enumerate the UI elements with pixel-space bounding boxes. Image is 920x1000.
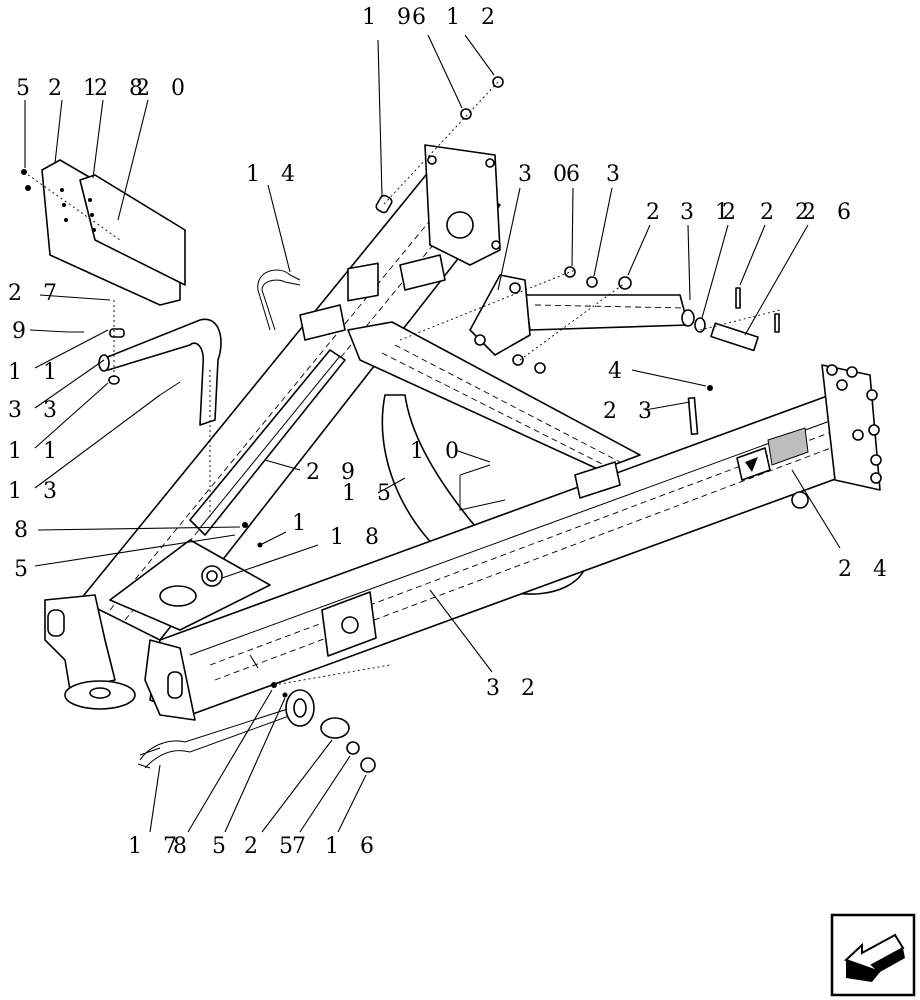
callout-label: 2 0 (136, 76, 192, 101)
callout-label: 7 (292, 834, 313, 859)
callout-label: 1 6 (325, 834, 381, 859)
callout-label: 1 1 (8, 439, 64, 464)
washer-7 (346, 741, 360, 755)
callout-label: 9 (12, 319, 33, 344)
callout-label: 3 0 (518, 162, 574, 187)
callout-label: 2 5 (244, 834, 300, 859)
end-plate-bolts (826, 364, 882, 484)
callout-label: 5 (16, 76, 37, 101)
callout-label: 2 (722, 200, 743, 225)
callout-label: 2 7 (8, 281, 64, 306)
jack-tube-33 (99, 318, 222, 426)
clamp-plate (299, 304, 346, 341)
arm-31 (524, 294, 689, 331)
callout-label: 1 3 (8, 479, 64, 504)
front-top-plate (109, 539, 271, 631)
plate-hole (446, 211, 474, 239)
callout-label: 2 (646, 200, 667, 225)
u-bolt-10 (459, 464, 506, 511)
callout-label: 1 1 (8, 360, 64, 385)
callout-label: 6 (566, 162, 587, 187)
callout-label: 2 3 (603, 399, 659, 424)
callout-label: 1 5 (342, 481, 398, 506)
arrow-icon[interactable] (830, 913, 916, 997)
callout-label: 1 8 (330, 525, 386, 550)
callout-label: 3 1 (680, 200, 736, 225)
callout-label: 2 2 (760, 200, 816, 225)
callout-label: 3 3 (8, 398, 64, 423)
channel-29 (189, 349, 346, 536)
callout-label: 4 (608, 359, 629, 384)
safety-chain-17 (137, 689, 315, 769)
callout-label: 1 9 (362, 5, 418, 30)
callout-label: 5 (14, 557, 35, 582)
top-mount-plate (424, 144, 501, 266)
callout-label: 1 (292, 511, 313, 536)
callout-label: 1 7 (128, 834, 184, 859)
callout-label: 2 8 (94, 76, 150, 101)
callout-label: 5 (212, 834, 233, 859)
callout-label: 1 4 (246, 162, 302, 187)
washer-2 (681, 309, 695, 327)
callout-label: 3 (606, 162, 627, 187)
callouts: 1 9 6 1 2 5 2 1 2 8 2 0 1 4 3 0 6 3 2 3 … (8, 5, 894, 859)
washer-25 (320, 717, 350, 739)
callout-label: 2 6 (802, 200, 858, 225)
callout-label: 8 (14, 518, 35, 543)
callout-label: 1 0 (410, 439, 466, 464)
callout-label: 1 2 (446, 5, 502, 30)
callout-label: 3 2 (486, 676, 542, 701)
drawbar-frame (21, 34, 882, 833)
callout-label: 2 9 (306, 460, 362, 485)
bracket-30 (469, 274, 531, 356)
callout-label: 2 4 (838, 557, 894, 582)
callout-label: 2 1 (48, 76, 104, 101)
pin-26 (710, 322, 759, 352)
decal-24 (736, 427, 809, 481)
leader-lines (23, 34, 841, 833)
bolt-16 (360, 757, 376, 773)
washer-12 (694, 317, 706, 333)
hardware (21, 76, 809, 773)
callout-label: 6 (412, 5, 433, 30)
u-bolt-14 (257, 269, 301, 331)
callout-label: 8 (173, 834, 194, 859)
